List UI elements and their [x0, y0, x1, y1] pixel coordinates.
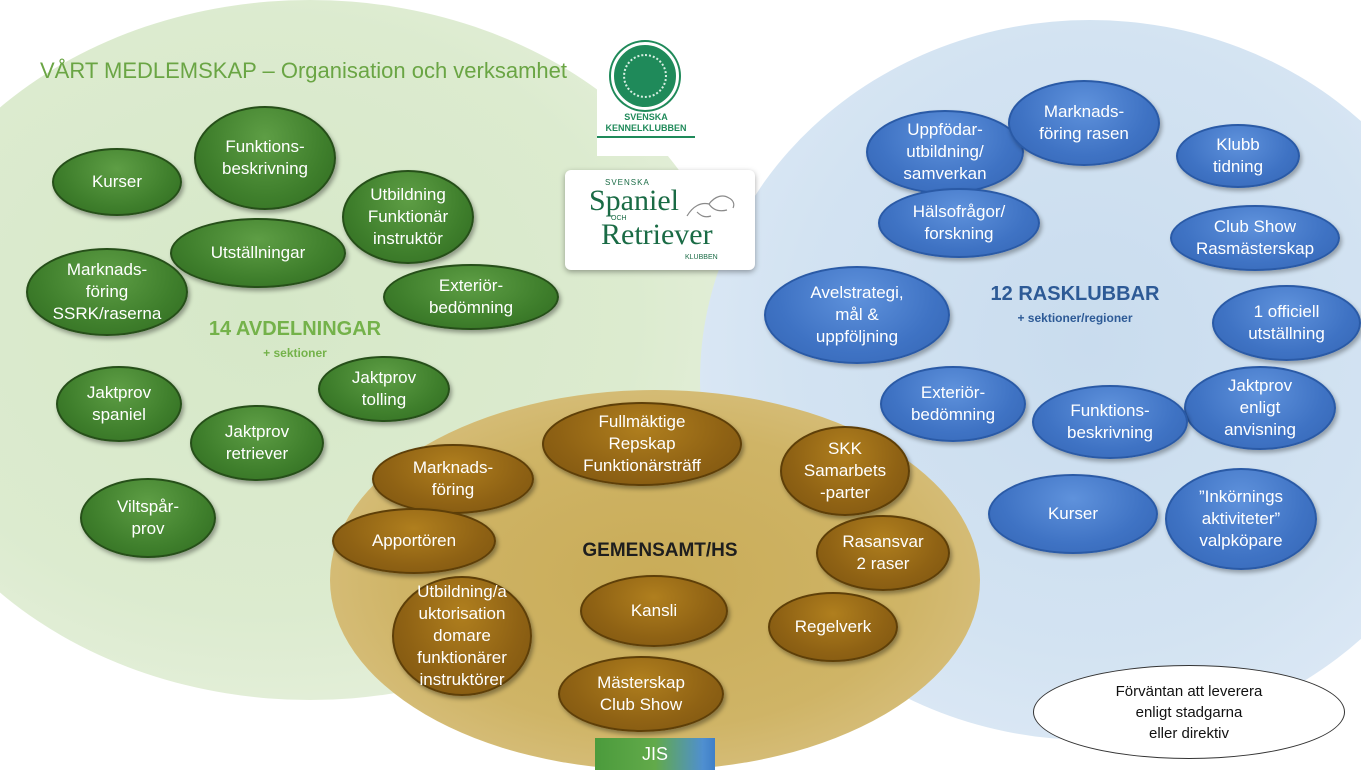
ssrk-logo-klubben: KLUBBEN: [685, 254, 718, 261]
gold-item-rasansvar: Rasansvar 2 raser: [816, 515, 950, 591]
green-item-utstallningar: Utställningar: [170, 218, 346, 288]
ssrk-logo-small-top: SVENSKA: [605, 178, 650, 187]
avdelningar-subheading: + sektioner: [263, 346, 327, 360]
blue-item-inkorningsaktiviteter: ”Inkörnings aktiviteter” valpköpare: [1165, 468, 1317, 570]
gold-item-kansli: Kansli: [580, 575, 728, 647]
blue-item-uppfodarutbildning: Uppfödar- utbildning/ samverkan: [866, 110, 1024, 194]
blue-item-funktionsbeskrivning: Funktions- beskrivning: [1032, 385, 1188, 459]
gold-item-skk-samarbetsparter: SKK Samarbets -parter: [780, 426, 910, 516]
gold-item-masterskap: Mästerskap Club Show: [558, 656, 724, 732]
skk-logo: SVENSKA KENNELKLUBBEN: [597, 38, 695, 156]
green-item-kurser: Kurser: [52, 148, 182, 216]
blue-item-klubbtidning: Klubb tidning: [1176, 124, 1300, 188]
gold-item-regelverk: Regelverk: [768, 592, 898, 662]
green-item-viltsparprov: Viltspår- prov: [80, 478, 216, 558]
ssrk-logo-retriever: Retriever: [601, 218, 713, 251]
expectation-note: Förväntan att leverera enligt stadgarna …: [1033, 665, 1345, 759]
gemensamt-heading: GEMENSAMT/HS: [582, 540, 738, 561]
ssrk-logo: SVENSKA Spaniel OCH Retriever KLUBBEN: [565, 170, 755, 270]
rasklubbar-subheading: + sektioner/regioner: [1017, 311, 1133, 325]
avdelningar-heading: 14 AVDELNINGAR: [208, 318, 382, 340]
green-item-jaktprov-tolling: Jaktprov tolling: [318, 356, 450, 422]
green-item-jaktprov-retriever: Jaktprov retriever: [190, 405, 324, 481]
skk-logo-line2: KENNELKLUBBEN: [605, 123, 687, 133]
skk-emblem-icon: [611, 42, 679, 110]
blue-item-club-show: Club Show Rasmästerskap: [1170, 205, 1340, 271]
blue-item-marknadsforing-rasen: Marknads- föring rasen: [1008, 80, 1160, 166]
skk-logo-line1: SVENSKA: [624, 112, 668, 122]
blue-item-kurser: Kurser: [988, 474, 1158, 554]
blue-item-avelstrategi: Avelstrategi, mål & uppföljning: [764, 266, 950, 364]
skk-logo-rule: [597, 136, 695, 144]
ssrk-logo-spaniel: Spaniel: [589, 184, 679, 217]
green-item-marknadsforing: Marknads- föring SSRK/raserna: [26, 248, 188, 336]
diagram-title: VÅRT MEDLEMSKAP – Organisation och verks…: [40, 58, 568, 83]
blue-item-halsofragor: Hälsofrågor/ forskning: [878, 188, 1040, 258]
gold-item-fullmaktige: Fullmäktige Repskap Funktionärsträff: [542, 402, 742, 486]
green-item-utbildning-funktionar: Utbildning Funktionär instruktör: [342, 170, 474, 264]
jis-bar: JIS: [595, 738, 715, 770]
ssrk-logo-och: OCH: [611, 215, 627, 222]
blue-item-jaktprov-anvisning: Jaktprov enligt anvisning: [1184, 366, 1336, 450]
blue-item-exterior: Exteriör- bedömning: [880, 366, 1026, 442]
dog-sketch-icon: [686, 195, 735, 218]
green-item-exterior: Exteriör- bedömning: [383, 264, 559, 330]
gold-item-marknadsforing: Marknads- föring: [372, 444, 534, 514]
blue-item-officiell-utstallning: 1 officiell utställning: [1212, 285, 1361, 361]
green-item-jaktprov-spaniel: Jaktprov spaniel: [56, 366, 182, 442]
gold-item-apportoren: Apportören: [332, 508, 496, 574]
rasklubbar-heading: 12 RASKLUBBAR: [990, 283, 1160, 305]
green-item-funktionsbeskrivning: Funktions- beskrivning: [194, 106, 336, 210]
gold-item-utbildning-auktorisation: Utbildning/a uktorisation domare funktio…: [392, 576, 532, 696]
